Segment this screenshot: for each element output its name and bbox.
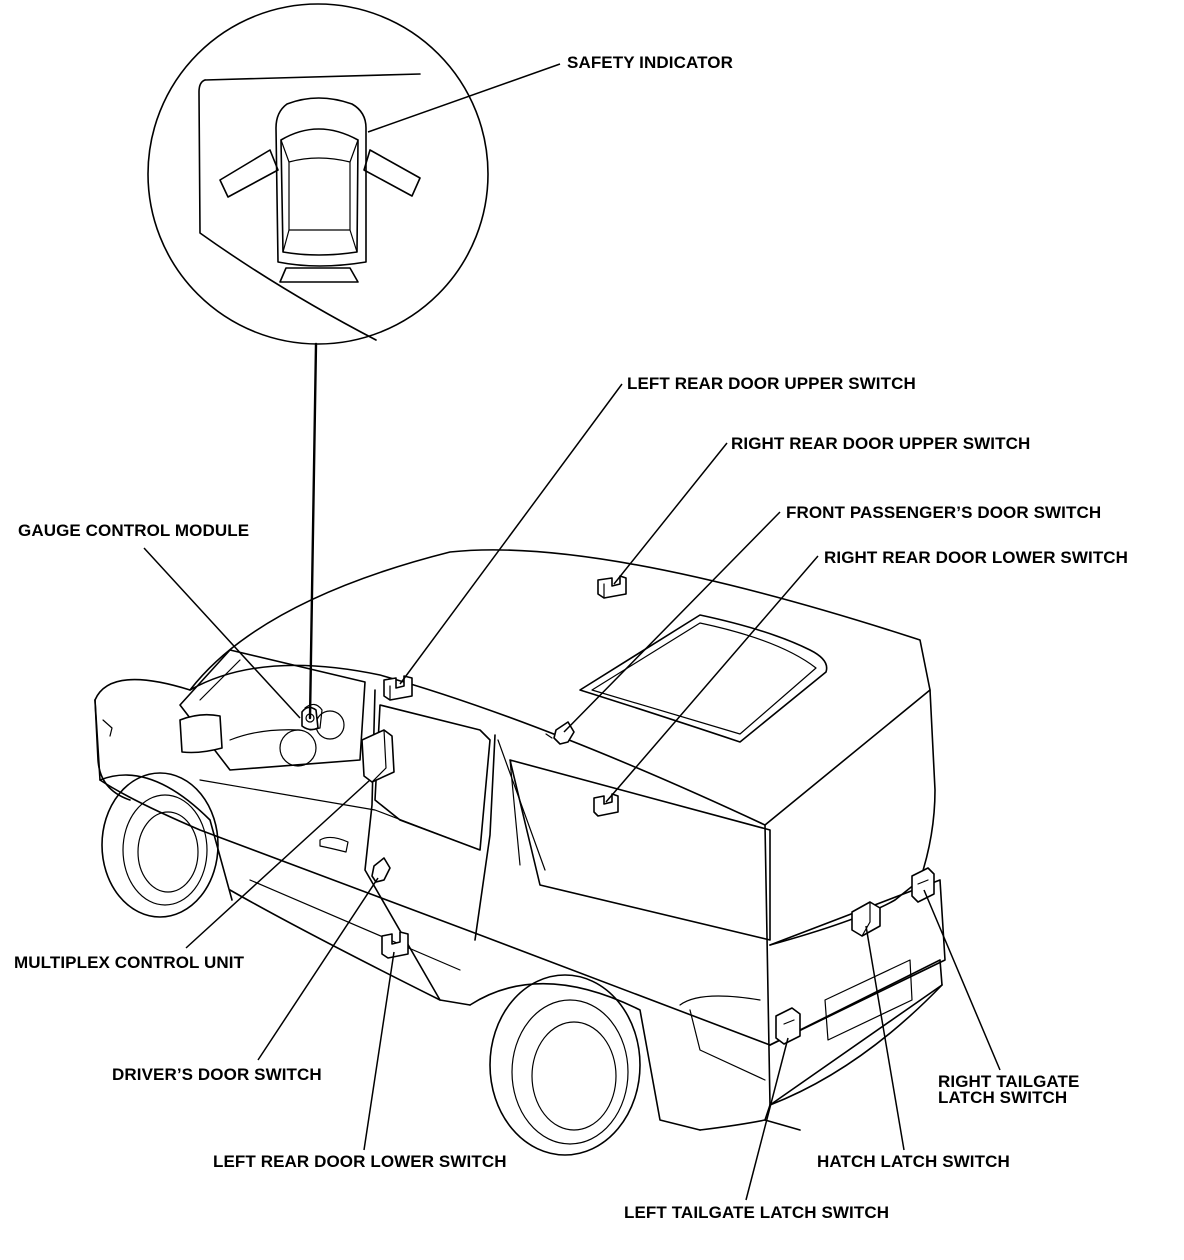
vehicle-body [94, 549, 946, 1156]
right-rear-door-upper-switch-icon [597, 575, 627, 599]
label-drivers-door-switch: DRIVER’S DOOR SWITCH [112, 1065, 322, 1084]
left-rear-door-lower-switch-icon [381, 931, 409, 959]
drivers-door-switch-icon [371, 857, 391, 883]
right-rear-door-lower-switch-icon [593, 793, 619, 817]
multiplex-control-unit-icon [361, 729, 395, 783]
leader-lines [143, 63, 1001, 1201]
label-left-rear-door-lower-switch: LEFT REAR DOOR LOWER SWITCH [213, 1152, 507, 1171]
hatch-latch-switch-icon [851, 901, 881, 937]
label-front-passengers-door-switch: FRONT PASSENGER’S DOOR SWITCH [786, 503, 1101, 522]
label-hatch-latch-switch: HATCH LATCH SWITCH [817, 1152, 1010, 1171]
safety-indicator-icon [219, 97, 421, 283]
label-right-tailgate-latch-switch-line2: LATCH SWITCH [938, 1088, 1067, 1107]
label-right-rear-door-lower-switch: RIGHT REAR DOOR LOWER SWITCH [824, 548, 1128, 567]
label-multiplex-control-unit: MULTIPLEX CONTROL UNIT [14, 953, 245, 972]
label-gauge-control-module: GAUGE CONTROL MODULE [18, 521, 249, 540]
inset-detail [147, 3, 489, 345]
label-left-tailgate-latch-switch: LEFT TAILGATE LATCH SWITCH [624, 1203, 889, 1222]
right-tailgate-latch-switch-icon [911, 867, 935, 903]
inset-circle [147, 3, 489, 345]
left-tailgate-latch-switch-icon [775, 1007, 801, 1045]
callout-labels: SAFETY INDICATOR LEFT REAR DOOR UPPER SW… [14, 53, 1128, 1222]
components [301, 575, 935, 1045]
label-left-rear-door-upper-switch: LEFT REAR DOOR UPPER SWITCH [627, 374, 916, 393]
left-rear-door-upper-switch-icon [383, 675, 413, 701]
label-right-rear-door-upper-switch: RIGHT REAR DOOR UPPER SWITCH [731, 434, 1030, 453]
label-safety-indicator: SAFETY INDICATOR [567, 53, 733, 72]
label-right-tailgate-latch-switch-line1: RIGHT TAILGATE [938, 1072, 1079, 1091]
